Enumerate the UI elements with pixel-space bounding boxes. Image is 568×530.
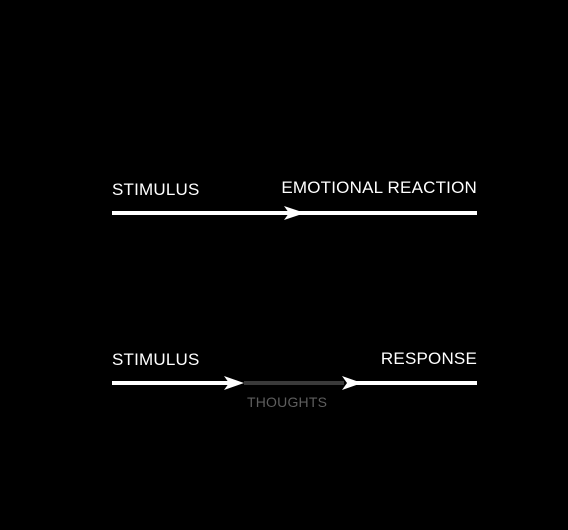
top-stimulus-label: STIMULUS [112, 180, 200, 199]
bottom-flow-arrowhead-2 [342, 376, 362, 390]
bottom-response-label: RESPONSE [380, 349, 477, 368]
thoughts-label: THOUGHTS [247, 394, 328, 410]
top-emotional-reaction-label: EMOTIONAL REACTION [281, 178, 477, 197]
bottom-flow-arrowhead-1 [224, 376, 244, 390]
bottom-stimulus-label: STIMULUS [112, 350, 200, 369]
top-flow-arrowhead [284, 206, 305, 220]
